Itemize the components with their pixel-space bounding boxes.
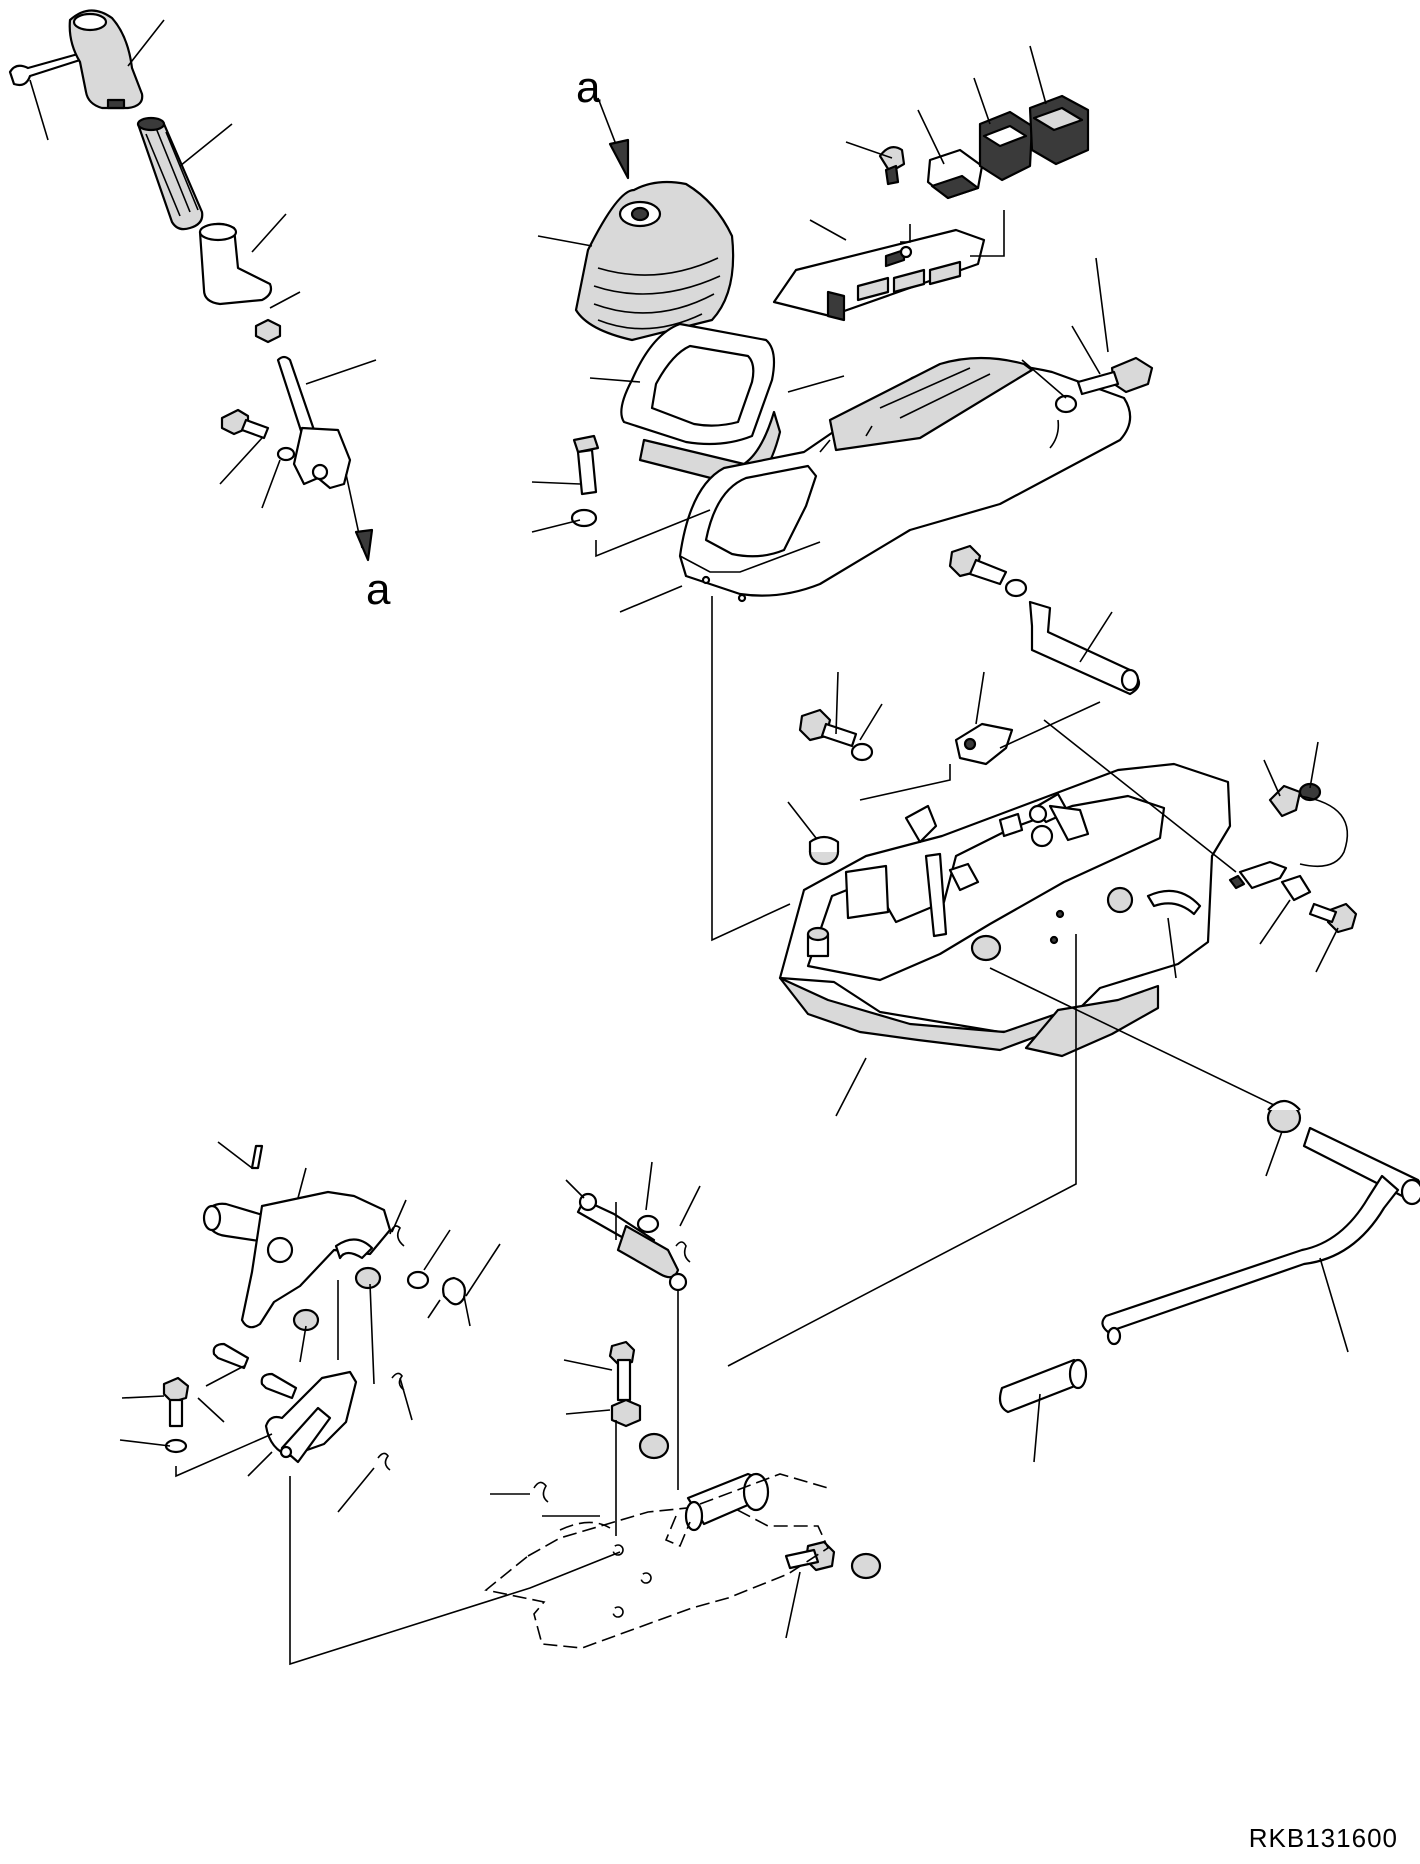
seal-strip	[1146, 889, 1202, 916]
lever-knob-assembly	[8, 9, 377, 562]
lever-boot	[574, 180, 735, 342]
bracket-clip	[954, 722, 1014, 766]
drawing-code: RKB131600	[1248, 1823, 1398, 1853]
leader-lines-mid	[787, 611, 1339, 1177]
console-bolts	[570, 356, 1154, 528]
knob-screw	[8, 52, 82, 87]
rod-bolt	[798, 544, 1028, 762]
bracket-bolt	[162, 1376, 190, 1454]
console-upper-assembly	[531, 45, 1154, 942]
lock-lever	[202, 1190, 392, 1329]
lever-grip	[136, 116, 204, 231]
frame-bushing	[808, 835, 840, 866]
split-pin	[250, 1144, 264, 1170]
pivot-tube	[664, 1472, 829, 1548]
console-frame-assembly	[727, 544, 1358, 1367]
ref-mark-a-left: a	[366, 565, 391, 614]
leader-lines-right	[1033, 1257, 1349, 1463]
leader-lines-tl	[29, 19, 377, 509]
lever-rod	[276, 355, 352, 490]
parking-lever-assembly	[998, 1099, 1420, 1463]
leader-lines-bc	[490, 1161, 801, 1639]
linkage-collars	[292, 1266, 382, 1332]
lever-adapter	[198, 222, 273, 306]
clip-washer-spring	[389, 1225, 471, 1327]
ref-mark-a-top: a	[576, 63, 601, 112]
switch-panel	[772, 228, 986, 322]
lever-grip-sleeve	[998, 1358, 1088, 1414]
wiring-harness	[1228, 782, 1358, 934]
lever-nut	[254, 318, 282, 344]
lock-linkage-assembly	[119, 1141, 621, 1666]
linkage-bracket	[212, 1342, 358, 1464]
lever-bolt	[220, 408, 296, 462]
base-plate	[484, 1503, 830, 1649]
console-cover	[678, 356, 1132, 603]
plate-fasteners	[608, 1340, 882, 1580]
leader-lines-bl	[119, 1141, 501, 1513]
gas-damper	[576, 1192, 691, 1292]
parking-lever	[1101, 1126, 1420, 1346]
leader-lines-tc	[531, 45, 1109, 613]
console-switches	[878, 94, 1090, 200]
base-plate-assembly	[484, 1161, 882, 1649]
lever-bushing	[1266, 1099, 1302, 1134]
lever-knob	[68, 9, 144, 110]
console-frame	[778, 762, 1232, 1058]
pivot-rod	[1028, 600, 1141, 696]
